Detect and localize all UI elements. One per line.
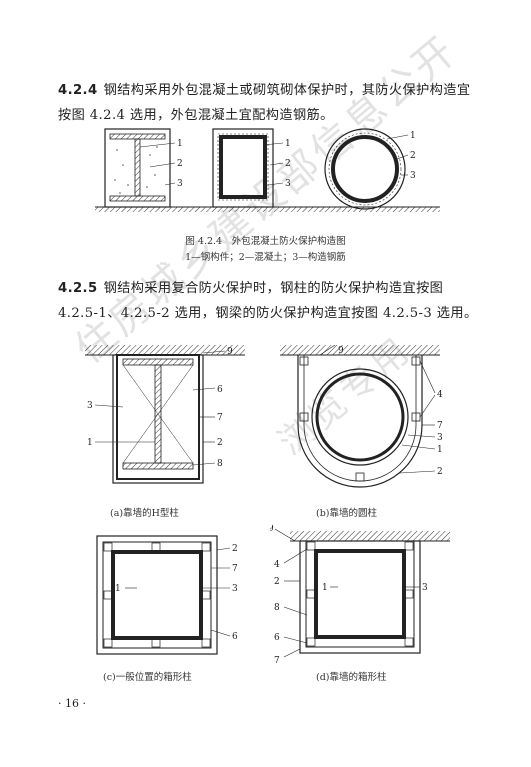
figure-4-2-5-b: 9 4 7 3 1 2 <box>280 345 443 488</box>
fig-a-label-2: 2 <box>217 438 223 448</box>
fig-d-label-4: 4 <box>274 560 280 570</box>
figure-4-2-5-c-caption: (c)一般位置的箱形柱 <box>103 672 192 683</box>
fig424-label-3: 3 <box>177 179 183 189</box>
fig424-box-label-1: 1 <box>285 139 291 149</box>
figure-4-2-5-d: 9 4 2 1 3 8 6 7 <box>270 525 450 665</box>
fig-b-label-1: 1 <box>437 445 443 455</box>
fig-a-label-1: 1 <box>87 438 93 448</box>
fig-d-label-8: 8 <box>274 603 280 613</box>
fig-c-label-6: 6 <box>232 632 238 642</box>
fig-c-label-7: 7 <box>232 564 238 574</box>
fig-d-label-1: 1 <box>322 583 328 593</box>
fig424-label-1: 1 <box>177 139 183 149</box>
figure-4-2-4: 1 2 3 1 2 3 1 2 3 <box>95 128 440 212</box>
fig424-circle-label-1: 1 <box>410 131 416 141</box>
fig-a-label-8: 8 <box>217 459 223 469</box>
fig-b-label-2: 2 <box>437 467 443 477</box>
clause-number: 4.2.5 <box>58 281 98 296</box>
fig-c-label-3: 3 <box>232 584 238 594</box>
clause-text: 钢结构采用复合防火保护时，钢柱的防火保护构造宜按图 4.2.5-1、4.2.5-… <box>58 281 478 321</box>
fig-d-label-6: 6 <box>274 633 280 643</box>
fig-d-label-7: 7 <box>274 656 280 665</box>
fig424-label-2: 2 <box>177 159 183 169</box>
figure-4-2-5-b-caption: (b)靠墙的圆柱 <box>316 508 377 519</box>
page-number: · 16 · <box>58 697 86 710</box>
figure-4-2-5-a: 9 6 3 7 1 2 8 <box>85 345 245 484</box>
fig-b-label-9: 9 <box>338 346 344 356</box>
fig424-box-label-2: 2 <box>285 159 291 169</box>
fig-b-label-3: 3 <box>437 433 443 443</box>
figure-4-2-5-a-caption: (a)靠墙的H型柱 <box>110 508 179 519</box>
figure-4-2-4-caption: 图 4.2.4 外包混凝土防火保护构造图 <box>185 236 346 247</box>
fig-a-label-3: 3 <box>87 401 93 411</box>
fig-d-label-2: 2 <box>274 577 280 587</box>
fig424-circle-label-2: 2 <box>410 151 416 161</box>
fig-d-label-9: 9 <box>270 525 274 534</box>
fig424-box-label-3: 3 <box>285 179 291 189</box>
fig-c-label-1: 1 <box>115 584 121 594</box>
fig-b-label-7: 7 <box>437 421 443 431</box>
fig-b-label-4: 4 <box>437 390 443 400</box>
fig-a-label-7: 7 <box>217 413 223 423</box>
figure-4-2-4-legend: 1—钢构件；2—混凝土；3—构造钢筋 <box>185 252 346 263</box>
figure-4-2-5-d-caption: (d)靠墙的箱形柱 <box>316 672 387 683</box>
clause-number: 4.2.4 <box>58 83 98 98</box>
fig-d-label-3: 3 <box>422 583 428 593</box>
fig-a-label-9: 9 <box>227 347 233 357</box>
figure-4-2-5-c: 2 7 1 3 6 <box>96 535 238 655</box>
clause-text: 钢结构采用外包混凝土或砌筑砌体保护时，其防火保护构造宜按图 4.2.4 选用，外… <box>58 83 471 123</box>
fig-c-label-2: 2 <box>232 544 238 554</box>
fig-a-label-6: 6 <box>217 385 223 395</box>
fig424-circle-label-3: 3 <box>410 171 416 181</box>
